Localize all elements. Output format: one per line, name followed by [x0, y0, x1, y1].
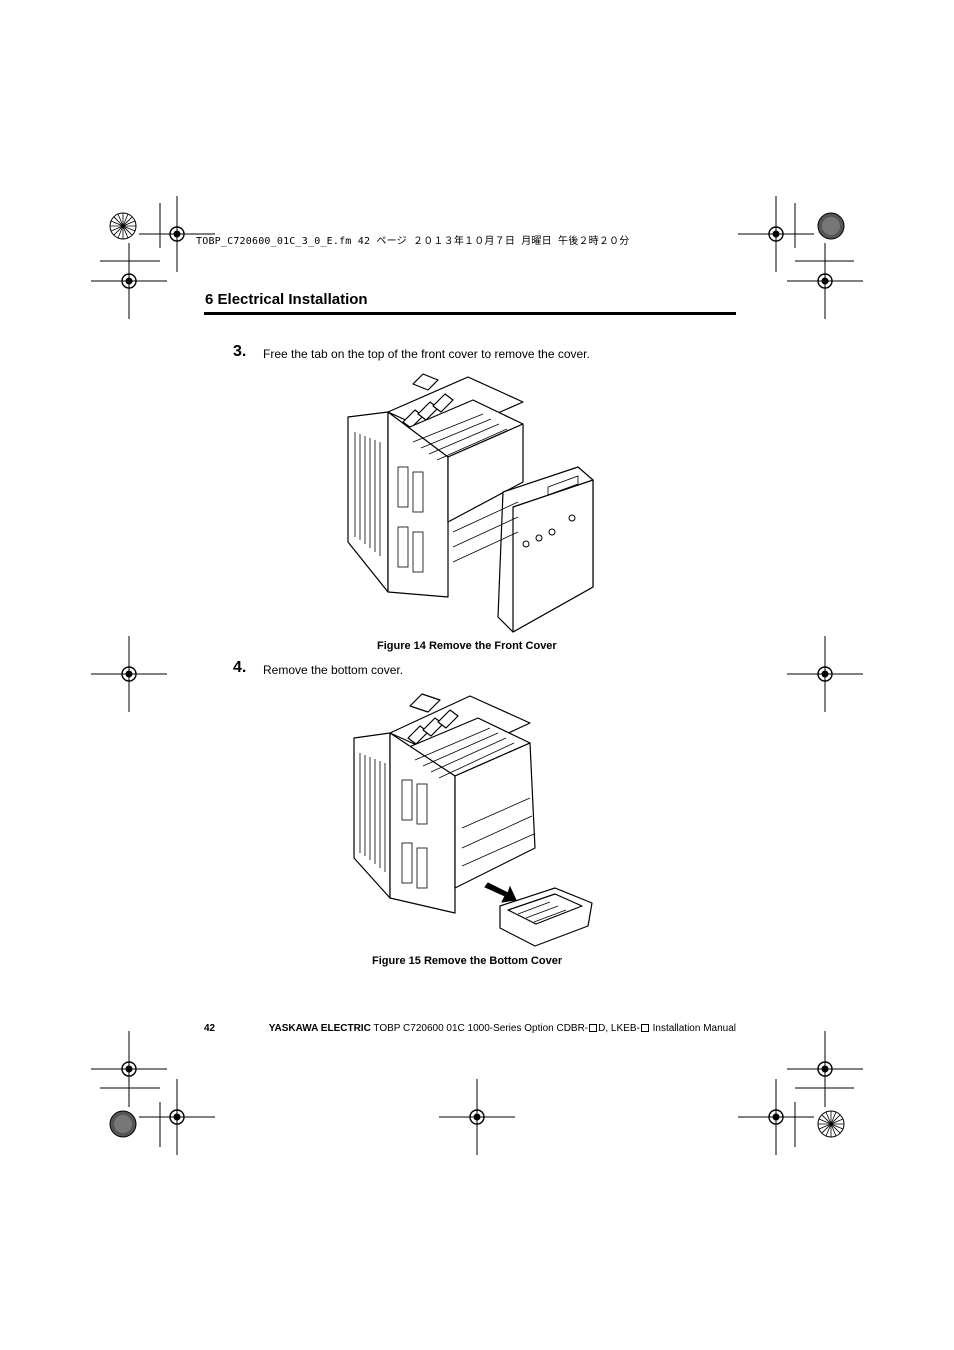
- crosshair-icon: [786, 1030, 864, 1108]
- section-rule: [204, 312, 736, 315]
- figure-bottom-cover-illustration: [353, 693, 593, 947]
- figure-front-cover-illustration: [347, 373, 594, 633]
- star-target-icon: [817, 1110, 845, 1138]
- crosshair-icon: [138, 1078, 216, 1156]
- print-header: TOBP_C720600_01C_3_0_E.fm 42 ページ ２０１３年１０…: [196, 236, 630, 247]
- crosshair-icon: [90, 242, 168, 320]
- halftone-target-icon: [109, 1110, 137, 1138]
- footer-doc-part: TOBP C720600 01C 1000-Series Option CDBR…: [370, 1023, 589, 1034]
- crosshair-icon: [786, 242, 864, 320]
- crosshair-icon: [90, 1030, 168, 1108]
- section-title: 6 Electrical Installation: [205, 291, 368, 308]
- section-title-text: Electrical Installation: [217, 291, 368, 308]
- star-target-icon: [109, 212, 137, 240]
- figure-caption: Figure 15 Remove the Bottom Cover: [372, 955, 563, 967]
- crosshair-icon: [438, 1078, 516, 1156]
- step-number: 3.: [233, 343, 247, 360]
- step-text: Remove the bottom cover.: [263, 663, 404, 677]
- footer-doc-title: YASKAWA ELECTRIC TOBP C720600 01C 1000-S…: [269, 1023, 736, 1034]
- placeholder-box-icon: [589, 1024, 598, 1032]
- step-number: 4.: [233, 659, 247, 676]
- section-number: 6: [205, 291, 214, 308]
- crosshair-icon: [786, 635, 864, 713]
- page-number: 42: [204, 1023, 216, 1034]
- crosshair-icon: [737, 1078, 815, 1156]
- crosshair-icon: [90, 635, 168, 713]
- figure-caption: Figure 14 Remove the Front Cover: [377, 640, 557, 652]
- footer-doc-part: Installation Manual: [649, 1023, 736, 1034]
- halftone-target-icon: [817, 212, 845, 240]
- footer-doc-part: D, LKEB-: [598, 1023, 640, 1034]
- placeholder-box-icon: [640, 1024, 649, 1032]
- step-text: Free the tab on the top of the front cov…: [263, 347, 590, 361]
- footer-brand: YASKAWA ELECTRIC: [268, 1023, 371, 1034]
